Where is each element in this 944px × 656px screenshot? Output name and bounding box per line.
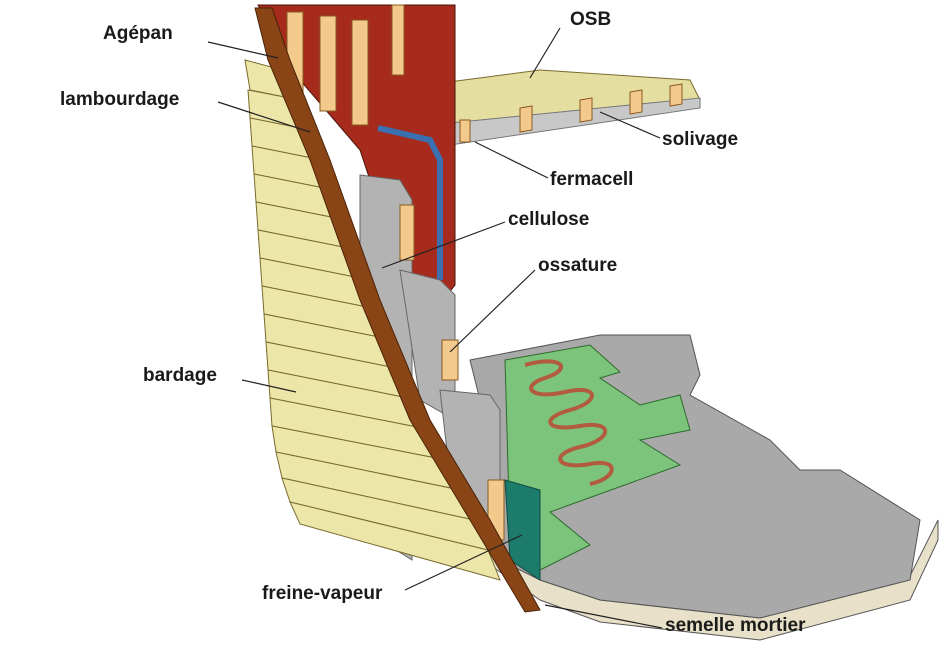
label-solivage: solivage [662,129,739,150]
heating-board [504,344,691,571]
label-cellulose: cellulose [508,209,590,230]
leader-agepan [207,41,279,59]
agepan-panel [254,7,541,613]
leader-ossature [449,269,536,353]
label-semelle-mortier: semelle mortier [665,615,806,636]
leader-freine-vapeur [404,534,523,591]
label-fermacell: fermacell [550,169,634,190]
leader-fermacell [474,141,549,179]
cladding-boards [244,59,501,581]
label-agepan: Agépan [103,23,173,44]
label-ossature: ossature [538,255,618,276]
label-bardage: bardage [143,365,217,386]
leader-cellulose [381,221,506,269]
duct [377,125,443,280]
leader-lambourdage [217,101,311,133]
vapour-barrier [504,479,541,581]
leader-semelle-mortier [544,604,663,629]
label-osb: OSB [570,9,612,30]
leader-solivage [599,111,661,139]
label-lambourdage: lambourdage [60,89,180,110]
joists [459,83,683,143]
heating-pipe [524,359,614,486]
leader-osb [529,27,561,79]
label-freine-vapeur: freine-vapeur [262,583,383,604]
upper-studs [286,4,405,126]
leader-bardage [241,379,297,393]
